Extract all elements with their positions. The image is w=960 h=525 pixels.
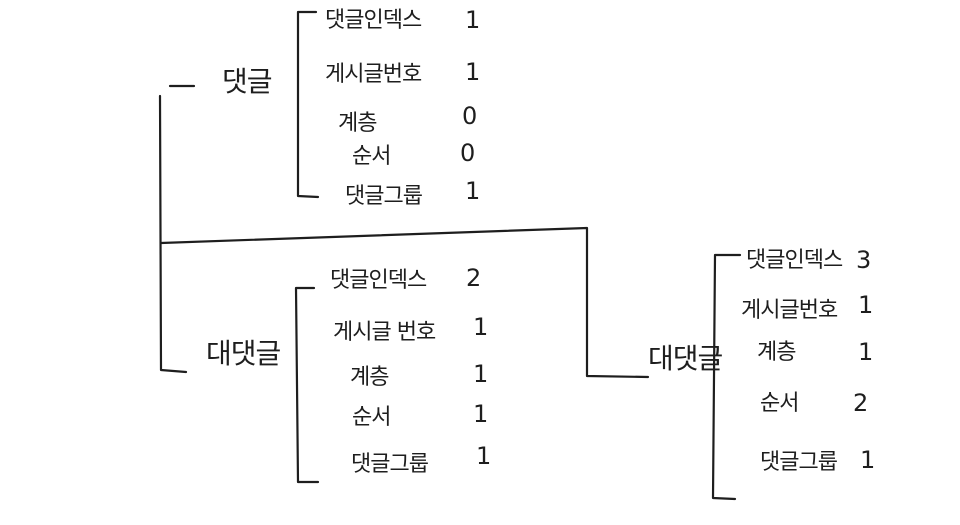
- field-value: 1: [473, 360, 489, 388]
- field-value: 1: [860, 446, 876, 474]
- field-value: 1: [858, 338, 874, 366]
- field-label: 게시글 번호: [333, 320, 436, 345]
- reply1-bracket: [294, 286, 320, 484]
- field-value: 0: [460, 139, 476, 167]
- field-label: 계층: [338, 111, 377, 136]
- field-value: 1: [473, 313, 489, 341]
- field-label: 순서: [352, 144, 391, 169]
- field-value: 2: [853, 389, 869, 417]
- field-label: 댓글그룹: [760, 450, 838, 475]
- field-label: 댓글인덱스: [746, 248, 843, 273]
- reply2-bracket: [711, 253, 742, 501]
- field-label: 댓글인덱스: [325, 8, 422, 33]
- field-label: 게시글번호: [325, 62, 422, 87]
- field-label: 순서: [760, 391, 799, 416]
- field-label: 순서: [352, 405, 391, 430]
- field-value: 1: [465, 6, 481, 34]
- root-bracket: [158, 84, 196, 374]
- node-title-reply1: 대댓글: [206, 337, 281, 370]
- link-to-reply2: [159, 226, 650, 379]
- node-title-comment: 댓글: [222, 65, 273, 98]
- field-value: 0: [462, 102, 478, 130]
- field-value: 1: [473, 400, 489, 428]
- field-value: 1: [465, 177, 481, 205]
- field-value: 2: [466, 264, 482, 292]
- field-value: 3: [856, 246, 872, 274]
- field-label: 게시글번호: [741, 298, 838, 323]
- field-label: 댓글인덱스: [330, 268, 427, 293]
- field-value: 1: [858, 291, 874, 319]
- field-label: 계층: [757, 340, 796, 365]
- comment-bracket: [296, 10, 320, 199]
- field-label: 댓글그룹: [351, 452, 429, 477]
- field-label: 계층: [350, 365, 389, 390]
- node-title-reply2: 대댓글: [648, 342, 723, 375]
- field-value: 1: [476, 442, 492, 470]
- field-label: 댓글그룹: [345, 184, 423, 209]
- field-value: 1: [465, 58, 481, 86]
